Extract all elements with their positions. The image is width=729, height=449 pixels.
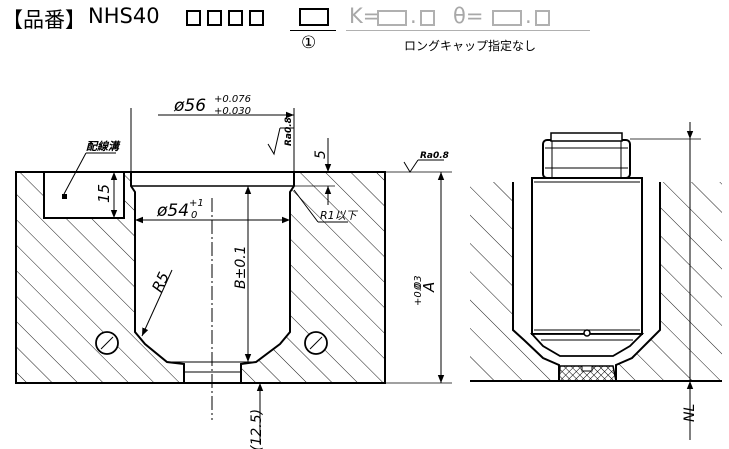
svg-text:+0.030: +0.030	[214, 106, 251, 117]
kt-underline	[346, 30, 590, 31]
svg-text:A: A	[420, 282, 438, 293]
theta-label: θ=	[453, 4, 484, 28]
svg-text:R5: R5	[148, 269, 173, 295]
code-box-1	[186, 10, 201, 26]
dim-groove-15: 15	[95, 172, 118, 218]
svg-text:ø54: ø54	[156, 201, 189, 221]
dim-depth-a: A +0.03 0	[385, 171, 452, 384]
code-box-4	[249, 10, 264, 26]
roughness-right: Ra0.8	[403, 151, 449, 173]
svg-text:Ra0.8: Ra0.8	[420, 151, 449, 161]
groove-label: 配線溝	[63, 140, 121, 195]
svg-text:(12.5): (12.5)	[249, 409, 265, 449]
dim-radius-r5: R5	[141, 269, 173, 337]
part-number-header: 【品番】 NHS40 ① K= . θ= . ロングキャップ指定なし	[0, 0, 729, 60]
svg-text:ø56: ø56	[173, 96, 206, 116]
theta-dot: .	[525, 4, 532, 28]
dim-chamfer: R1以下	[293, 189, 359, 223]
code-box-3	[228, 10, 243, 26]
svg-text:NL: NL	[682, 404, 698, 422]
k-dot: .	[410, 4, 417, 28]
bottom-seal	[558, 365, 617, 382]
k-box-decimal	[420, 10, 435, 26]
option-circle-note: ①	[301, 33, 317, 53]
groove-marker	[62, 194, 67, 199]
svg-text:+0.076: +0.076	[214, 94, 251, 105]
dim-depth-b: B±0.1	[233, 186, 252, 362]
dim-nl: NL	[630, 122, 701, 440]
dim-bore-inner: ø54 +1 0	[135, 198, 290, 224]
installed-unit-section	[470, 132, 722, 382]
roughness-top: Ra0.8	[267, 117, 294, 156]
svg-text:+0.03: +0.03	[413, 275, 424, 306]
dim-depth-5: 5	[294, 138, 335, 205]
svg-text:配線溝: 配線溝	[86, 140, 121, 153]
svg-text:0: 0	[413, 284, 424, 290]
svg-text:+1: +1	[189, 198, 204, 209]
k-label: K=	[349, 4, 381, 28]
dim-bottom-12-5: (12.5)	[249, 383, 265, 449]
theta-box-decimal	[535, 10, 550, 26]
svg-text:0: 0	[191, 210, 197, 221]
option-underline	[290, 30, 336, 31]
clamp-body	[531, 177, 643, 335]
part-number-title: 【品番】	[2, 8, 86, 32]
svg-text:R1以下: R1以下	[320, 209, 359, 222]
svg-text:15: 15	[95, 184, 113, 203]
k-box-integer	[377, 10, 407, 26]
theta-box-integer	[492, 10, 522, 26]
long-cap-note: ロングキャップ指定なし	[404, 39, 537, 53]
svg-text:B±0.1: B±0.1	[233, 245, 249, 289]
code-box-2	[207, 10, 222, 26]
svg-text:5: 5	[313, 150, 329, 159]
part-number-prefix: NHS40	[88, 4, 160, 28]
option-box	[299, 8, 329, 26]
svg-text:Ra0.8: Ra0.8	[284, 117, 294, 146]
dim-bore-outer: ø56 +0.076 +0.030	[130, 94, 295, 172]
clamp-cap	[542, 139, 631, 179]
